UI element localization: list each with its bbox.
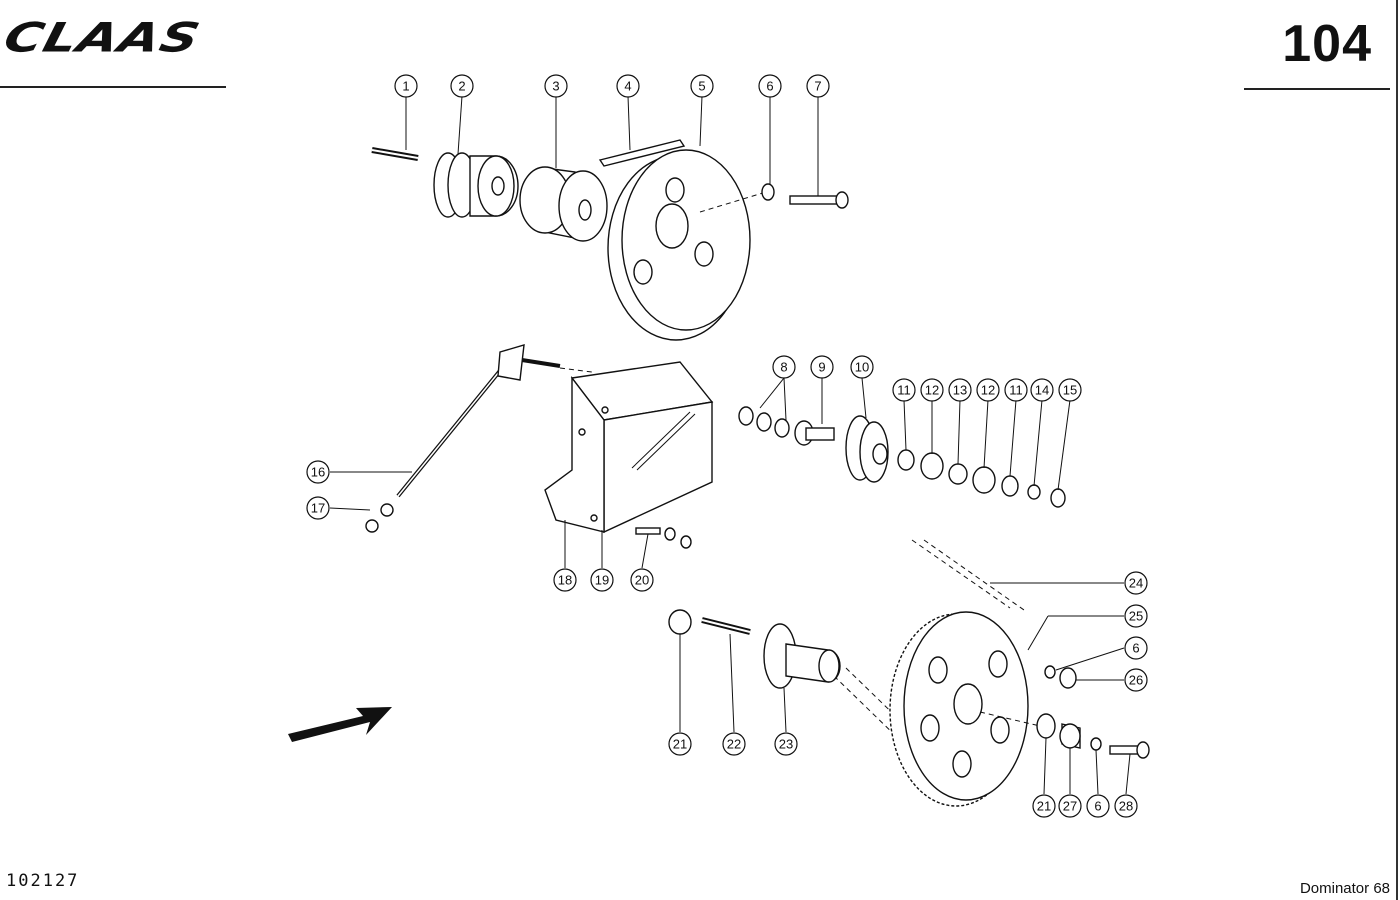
- callout-23: 23: [774, 732, 798, 756]
- part-bracket-bolt: [635, 527, 692, 549]
- callout-24: 24: [1124, 571, 1148, 595]
- svg-text:15: 15: [1063, 383, 1077, 398]
- svg-text:22: 22: [727, 737, 741, 752]
- part-v-belt-key: [598, 139, 686, 167]
- callout-15: 15: [1058, 378, 1082, 402]
- svg-text:13: 13: [953, 383, 967, 398]
- part-idler-pin: [794, 420, 835, 446]
- part-spacer: [668, 609, 692, 635]
- part-bushing-drum: [519, 166, 608, 242]
- leader-lines: [329, 95, 1131, 795]
- drawing-number: 102127: [6, 871, 80, 891]
- callout-16: 16: [306, 460, 330, 484]
- part-drive-sprocket: [889, 611, 1041, 807]
- svg-text:1: 1: [402, 79, 409, 94]
- callout-10: 10: [850, 355, 874, 379]
- svg-text:11: 11: [1009, 383, 1023, 398]
- svg-text:7: 7: [814, 79, 821, 94]
- part-drive-key: [701, 617, 751, 635]
- callout-9: 9: [810, 355, 834, 379]
- svg-text:25: 25: [1129, 609, 1143, 624]
- svg-text:18: 18: [558, 573, 572, 588]
- part-bearing-set: [897, 449, 1066, 508]
- callout-13: 13: [948, 378, 972, 402]
- svg-text:11: 11: [897, 383, 911, 398]
- svg-text:26: 26: [1129, 673, 1143, 688]
- part-tension-rod: [396, 344, 593, 498]
- part-v-belt-pulley: [607, 149, 767, 341]
- callout-18: 18: [553, 568, 577, 592]
- callout-21b: 21: [1032, 794, 1056, 818]
- svg-text:24: 24: [1129, 576, 1143, 591]
- header-rule-left: [0, 86, 226, 88]
- callout-8: 8: [772, 355, 796, 379]
- svg-text:23: 23: [779, 737, 793, 752]
- part-nut: [365, 503, 394, 533]
- header-rule-right: [1244, 88, 1390, 90]
- part-hub-bushing: [1036, 713, 1150, 759]
- callout-6c: 6: [1086, 794, 1110, 818]
- callout-19: 19: [590, 568, 614, 592]
- callout-3: 3: [544, 74, 568, 98]
- callout-5: 5: [690, 74, 714, 98]
- part-key-pin: [371, 147, 419, 161]
- part-washer: [761, 183, 775, 201]
- svg-text:12: 12: [981, 383, 995, 398]
- svg-text:6: 6: [1094, 799, 1101, 814]
- part-shims: [738, 406, 790, 438]
- part-drive-hub: [763, 623, 841, 689]
- callout-26: 26: [1124, 668, 1148, 692]
- svg-text:8: 8: [780, 360, 787, 375]
- page-number: 104: [1282, 15, 1372, 73]
- part-sprocket-hub: [433, 152, 519, 218]
- svg-text:20: 20: [635, 573, 649, 588]
- svg-text:6: 6: [1132, 641, 1139, 656]
- callout-12b: 12: [976, 378, 1000, 402]
- callout-7: 7: [806, 74, 830, 98]
- svg-text:12: 12: [925, 383, 939, 398]
- callout-4: 4: [616, 74, 640, 98]
- svg-text:10: 10: [855, 360, 869, 375]
- page-border: [1396, 0, 1398, 900]
- callout-12: 12: [920, 378, 944, 402]
- svg-text:27: 27: [1063, 799, 1077, 814]
- callout-11b: 11: [1004, 378, 1028, 402]
- callout-14: 14: [1030, 378, 1054, 402]
- callout-1: 1: [394, 74, 418, 98]
- part-bolt: [789, 191, 849, 209]
- svg-text:21: 21: [673, 737, 687, 752]
- svg-text:3: 3: [552, 79, 559, 94]
- svg-text:2: 2: [458, 79, 465, 94]
- callout-28: 28: [1114, 794, 1138, 818]
- direction-arrow-icon: [288, 707, 392, 742]
- callout-6b: 6: [1124, 636, 1148, 660]
- callout-25: 25: [1124, 604, 1148, 628]
- callout-21: 21: [668, 732, 692, 756]
- callout-17: 17: [306, 496, 330, 520]
- svg-text:9: 9: [818, 360, 825, 375]
- svg-text:6: 6: [766, 79, 773, 94]
- svg-text:19: 19: [595, 573, 609, 588]
- svg-text:14: 14: [1035, 383, 1049, 398]
- part-idler-sprocket: [845, 415, 889, 483]
- part-bracket: [544, 361, 714, 534]
- callout-11: 11: [892, 378, 916, 402]
- svg-text:4: 4: [624, 79, 631, 94]
- svg-text:16: 16: [311, 465, 325, 480]
- callout-6: 6: [758, 74, 782, 98]
- callout-27: 27: [1058, 794, 1082, 818]
- model-name: Dominator 68: [1299, 880, 1390, 897]
- callout-2: 2: [450, 74, 474, 98]
- callout-20: 20: [630, 568, 654, 592]
- part-lock-nut: [1044, 665, 1077, 689]
- svg-text:21: 21: [1037, 799, 1051, 814]
- svg-text:17: 17: [311, 501, 325, 516]
- svg-text:5: 5: [698, 79, 705, 94]
- svg-text:28: 28: [1119, 799, 1133, 814]
- callout-22: 22: [722, 732, 746, 756]
